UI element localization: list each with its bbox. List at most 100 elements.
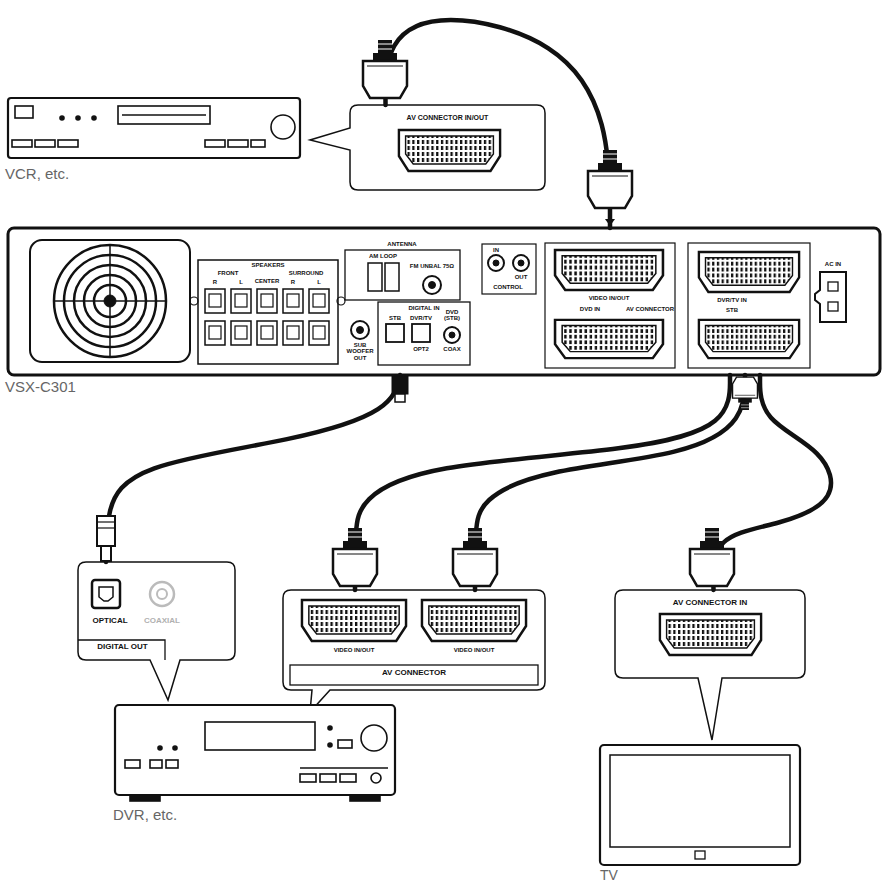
panel-label: DVR/TV xyxy=(410,315,432,321)
receiver-body xyxy=(688,243,810,368)
section-label: AV CONNECTOR xyxy=(290,668,538,677)
speaker-terminal xyxy=(231,321,251,345)
panel-label: OPT2 xyxy=(413,346,429,352)
dvr-device xyxy=(115,705,395,801)
jack-label: OPTICAL xyxy=(80,616,140,625)
vcr-device xyxy=(35,140,55,147)
tv-device: TV xyxy=(600,745,800,865)
dvr-device xyxy=(166,760,178,768)
scart-jack xyxy=(302,600,406,641)
dvr-device xyxy=(320,774,336,782)
receiver-body xyxy=(518,260,524,266)
device-label: TV xyxy=(600,867,618,883)
tv-device xyxy=(695,851,705,859)
vcr-device xyxy=(8,98,300,158)
scart-plug xyxy=(605,219,615,226)
panel-label: OUT xyxy=(515,274,528,280)
receiver-body xyxy=(357,327,364,334)
receiver-body xyxy=(444,327,460,343)
av-cable xyxy=(475,375,745,590)
panel-label: SUB WOOFER OUT xyxy=(340,342,380,361)
dvr-device xyxy=(361,725,387,751)
vcr-device xyxy=(92,116,96,120)
scart-plug xyxy=(333,528,377,586)
vcr-device xyxy=(15,106,33,118)
device-label: VCR, etc. xyxy=(5,165,69,182)
optical-plug xyxy=(97,521,115,522)
receiver-body xyxy=(423,276,441,294)
panel-label: AV CONNECTOR xyxy=(626,306,674,312)
panel-label: AM LOOP xyxy=(369,253,397,259)
panel-label: L xyxy=(317,279,321,285)
av-cable xyxy=(355,375,730,590)
dvr-device xyxy=(328,743,332,747)
scart-jack xyxy=(555,320,663,358)
receiver-body xyxy=(368,263,382,291)
digital-out-jacks xyxy=(150,582,174,606)
tv-device xyxy=(600,745,800,865)
connector-label: AV CONNECTOR IN xyxy=(615,598,805,607)
dvr-device xyxy=(300,774,316,782)
receiver-body xyxy=(412,324,430,342)
dvr-device xyxy=(350,795,380,801)
optical-plug xyxy=(97,376,408,561)
panel-label: R xyxy=(213,279,217,285)
scart-plug xyxy=(733,377,758,410)
vcr-device xyxy=(8,98,300,158)
panel-label: DVD (STB) xyxy=(437,309,467,322)
dvr-device xyxy=(371,773,381,783)
dvr-device xyxy=(125,760,140,768)
panel-label: DIGITAL IN xyxy=(408,305,439,311)
panel-label: R xyxy=(291,279,295,285)
vcr-device xyxy=(251,140,265,147)
receiver-body xyxy=(815,272,846,322)
vcr-device xyxy=(12,140,32,147)
jack-label: VIDEO IN/OUT xyxy=(424,647,524,654)
receiver-body xyxy=(385,263,399,291)
dvr-device xyxy=(130,795,160,801)
vcr-device xyxy=(205,140,225,147)
dvr-device xyxy=(205,722,315,750)
receiver-body xyxy=(190,297,198,305)
panel-label: FM UNBAL 75Ω xyxy=(410,263,454,269)
speaker-terminal xyxy=(257,289,277,313)
digital-out-jacks xyxy=(157,589,167,599)
scart-jack xyxy=(555,250,799,358)
speaker-terminal xyxy=(205,289,329,345)
callout-bubble xyxy=(283,590,545,712)
receiver-body xyxy=(198,260,338,364)
jack-label: COAXIAL xyxy=(132,616,192,625)
dvr-device xyxy=(115,705,395,795)
receiver-body xyxy=(545,243,675,368)
vcr-device xyxy=(122,114,206,116)
speaker-terminal xyxy=(283,321,303,345)
scart-plug xyxy=(609,212,611,220)
panel-label: FRONT xyxy=(218,270,239,276)
receiver-unit: VSX-C301 xyxy=(8,228,880,375)
optical-plug xyxy=(97,516,115,546)
receiver-body xyxy=(493,260,499,266)
speaker-terminal xyxy=(205,289,225,313)
speaker-terminal xyxy=(309,289,329,313)
scart-jack xyxy=(699,320,799,358)
connector-bar xyxy=(290,665,538,685)
panel-label: VIDEO IN/OUT xyxy=(589,295,630,301)
receiver-body xyxy=(386,324,404,342)
callout-bubble xyxy=(615,590,805,740)
optical-plug xyxy=(97,527,115,528)
vcr-device xyxy=(271,115,295,139)
scart-jack xyxy=(555,250,663,290)
digital-out-jacks xyxy=(92,580,120,608)
scart-plug xyxy=(690,528,734,586)
panel-label: L xyxy=(239,279,243,285)
panel-label: IN xyxy=(493,247,499,253)
receiver-body xyxy=(30,240,190,362)
speaker-terminal xyxy=(283,289,303,313)
receiver-body xyxy=(54,245,166,357)
dvr-device xyxy=(158,746,162,750)
av-cable xyxy=(385,20,610,228)
vcr-device: VCR, etc. xyxy=(5,95,303,163)
panel-label: AC IN xyxy=(825,261,841,267)
